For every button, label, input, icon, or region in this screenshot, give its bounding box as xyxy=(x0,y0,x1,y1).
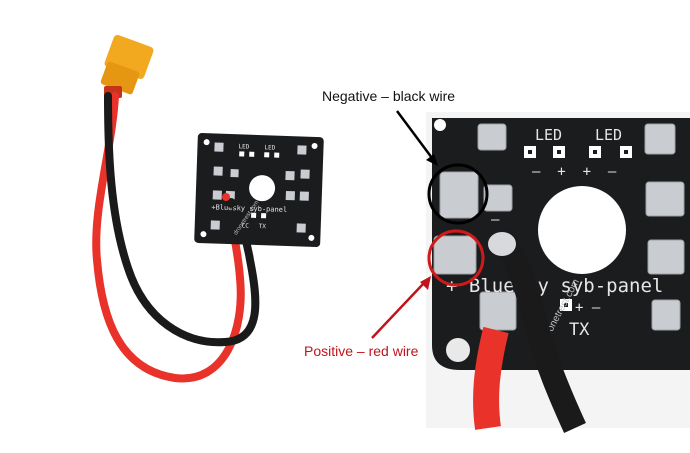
positive-pad-ring xyxy=(427,229,485,287)
board-left-brand-text: +Bluesky syb-panel xyxy=(211,203,287,214)
board-right-polarity-row: – + + – xyxy=(532,164,617,180)
board-right-led-label-1: LED xyxy=(535,126,562,144)
red-wire-right xyxy=(473,326,509,430)
right-photo: LED LED – + + – – + Bluesky syb-panel + … xyxy=(426,112,690,433)
black-wire-right xyxy=(490,228,586,433)
board-left-tx-text: TX xyxy=(259,223,267,230)
black-wire-left xyxy=(104,92,260,347)
red-wire-left xyxy=(92,92,245,383)
board-left-cc-text: CC xyxy=(242,222,250,229)
board-right-led-label-2: LED xyxy=(595,126,622,144)
negative-pad-ring xyxy=(427,163,489,225)
xt60-connector xyxy=(100,34,154,98)
positive-arrow xyxy=(371,276,431,339)
board-left-led-label-1: LED xyxy=(238,143,249,150)
negative-arrow xyxy=(395,110,438,166)
pdb-board-left: LED LED +Bluesky syb-panel CC TX dronetr… xyxy=(194,133,324,248)
board-right-minus-sign: – xyxy=(491,212,500,228)
board-left-led-label-2: LED xyxy=(264,144,275,151)
board-right-brand-text: + Bluesky syb-panel xyxy=(446,275,663,297)
board-right-plus-minus: + – xyxy=(575,300,601,316)
negative-wire-label: Negative – black wire xyxy=(322,88,456,104)
positive-wire-label: Positive – red wire xyxy=(304,343,419,359)
left-photo: LED LED +Bluesky syb-panel CC TX dronetr… xyxy=(92,34,324,383)
